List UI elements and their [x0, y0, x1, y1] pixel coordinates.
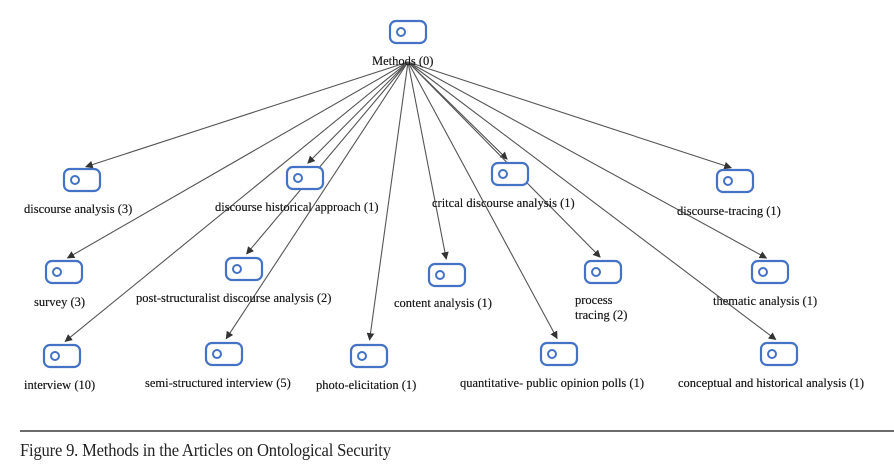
toggle-knob-icon — [767, 349, 777, 359]
toggle-knob-icon — [758, 267, 768, 277]
toggle-node-icon — [349, 343, 389, 369]
nodes — [42, 19, 799, 369]
node-icon-critical-discourse-analysis[interactable] — [490, 161, 530, 187]
diagram-canvas — [42, 19, 799, 369]
edge-methods-to-semi-structured-interview — [225, 61, 409, 340]
toggle-node-icon — [285, 165, 325, 191]
node-label-process-tracing: process tracing (2) — [575, 293, 628, 322]
edge-methods-to-discourse-tracing — [407, 61, 732, 170]
toggle-node-icon — [224, 256, 264, 282]
toggle-knob-icon — [70, 175, 80, 185]
node-label-quantitative-public-opinion-polls: quantitative- public opinion polls (1) — [460, 376, 644, 390]
node-label-discourse-historical-approach: discourse historical approach (1) — [215, 200, 379, 214]
edge-methods-to-interview — [64, 61, 409, 342]
node-icon-interview[interactable] — [42, 343, 82, 369]
toggle-knob-icon — [498, 169, 508, 179]
toggle-node-icon — [62, 167, 102, 193]
edge-methods-to-post-structuralist-discourse-analysis — [246, 61, 409, 255]
toggle-knob-icon — [293, 173, 303, 183]
node-label-thematic-analysis: thematic analysis (1) — [713, 294, 818, 308]
node-icon-post-structuralist-discourse-analysis[interactable] — [224, 256, 264, 282]
node-icon-discourse-historical-approach[interactable] — [285, 165, 325, 191]
toggle-knob-icon — [232, 264, 242, 274]
toggle-node-icon — [490, 161, 530, 187]
toggle-knob-icon — [591, 267, 601, 277]
node-icon-semi-structured-interview[interactable] — [204, 341, 244, 367]
node-label-critical-discourse-analysis: critcal discourse analysis (1) — [432, 196, 575, 210]
toggle-knob-icon — [52, 267, 62, 277]
toggle-knob-icon — [396, 27, 406, 37]
node-icon-content-analysis[interactable] — [427, 262, 467, 288]
node-icon-process-tracing[interactable] — [583, 259, 623, 285]
edge-methods-to-process-tracing — [407, 61, 601, 258]
toggle-node-icon — [539, 341, 579, 367]
edges — [64, 61, 777, 342]
toggle-node-icon — [42, 343, 82, 369]
methods-tree-diagram: Methods (0) discourse analysis (3) discour… — [24, 19, 865, 392]
edge-methods-to-thematic-analysis — [407, 61, 768, 259]
node-label-photo-elicitation: photo-elicitation (1) — [316, 378, 417, 392]
figure-caption: Figure 9. Methods in the Articles on Ont… — [20, 440, 391, 460]
node-label-survey: survey (3) — [34, 295, 86, 309]
node-label-discourse-tracing: discourse-tracing (1) — [677, 204, 781, 218]
edge-methods-to-discourse-analysis — [85, 61, 409, 169]
node-icon-methods[interactable] — [388, 19, 428, 45]
node-label-content-analysis: content analysis (1) — [394, 296, 492, 310]
node-icon-quantitative-public-opinion-polls[interactable] — [539, 341, 579, 367]
node-label-semi-structured-interview: semi-structured interview (5) — [145, 376, 291, 390]
toggle-node-icon — [427, 262, 467, 288]
toggle-knob-icon — [547, 349, 557, 359]
toggle-knob-icon — [212, 349, 222, 359]
toggle-node-icon — [750, 259, 790, 285]
node-icon-thematic-analysis[interactable] — [750, 259, 790, 285]
toggle-node-icon — [715, 168, 755, 194]
node-label-post-structuralist-discourse-analysis: post-structuralist discourse analysis (2… — [136, 291, 332, 305]
edge-methods-to-conceptual-and-historical-analysis — [407, 61, 777, 341]
toggle-node-icon — [44, 259, 84, 285]
toggle-node-icon — [759, 341, 799, 367]
toggle-knob-icon — [50, 351, 60, 361]
toggle-node-icon — [388, 19, 428, 45]
edge-methods-to-photo-elicitation — [366, 61, 409, 341]
node-icon-survey[interactable] — [44, 259, 84, 285]
edge-methods-to-survey — [66, 61, 409, 259]
node-label-discourse-analysis: discourse analysis (3) — [24, 202, 133, 216]
node-icon-conceptual-and-historical-analysis[interactable] — [759, 341, 799, 367]
node-icon-discourse-tracing[interactable] — [715, 168, 755, 194]
node-label-interview: interview (10) — [24, 378, 96, 392]
node-icon-discourse-analysis[interactable] — [62, 167, 102, 193]
edge-methods-to-content-analysis — [407, 61, 449, 260]
node-label-conceptual-and-historical-analysis: conceptual and historical analysis (1) — [678, 376, 865, 390]
node-icon-photo-elicitation[interactable] — [349, 343, 389, 369]
toggle-knob-icon — [435, 270, 445, 280]
toggle-node-icon — [583, 259, 623, 285]
node-label-methods: Methods (0) — [372, 54, 434, 68]
toggle-knob-icon — [357, 351, 367, 361]
caption-divider — [20, 430, 894, 432]
toggle-knob-icon — [723, 176, 733, 186]
toggle-node-icon — [204, 341, 244, 367]
edge-methods-to-quantitative-public-opinion-polls — [407, 61, 558, 340]
edge-methods-to-discourse-historical-approach — [307, 61, 409, 164]
